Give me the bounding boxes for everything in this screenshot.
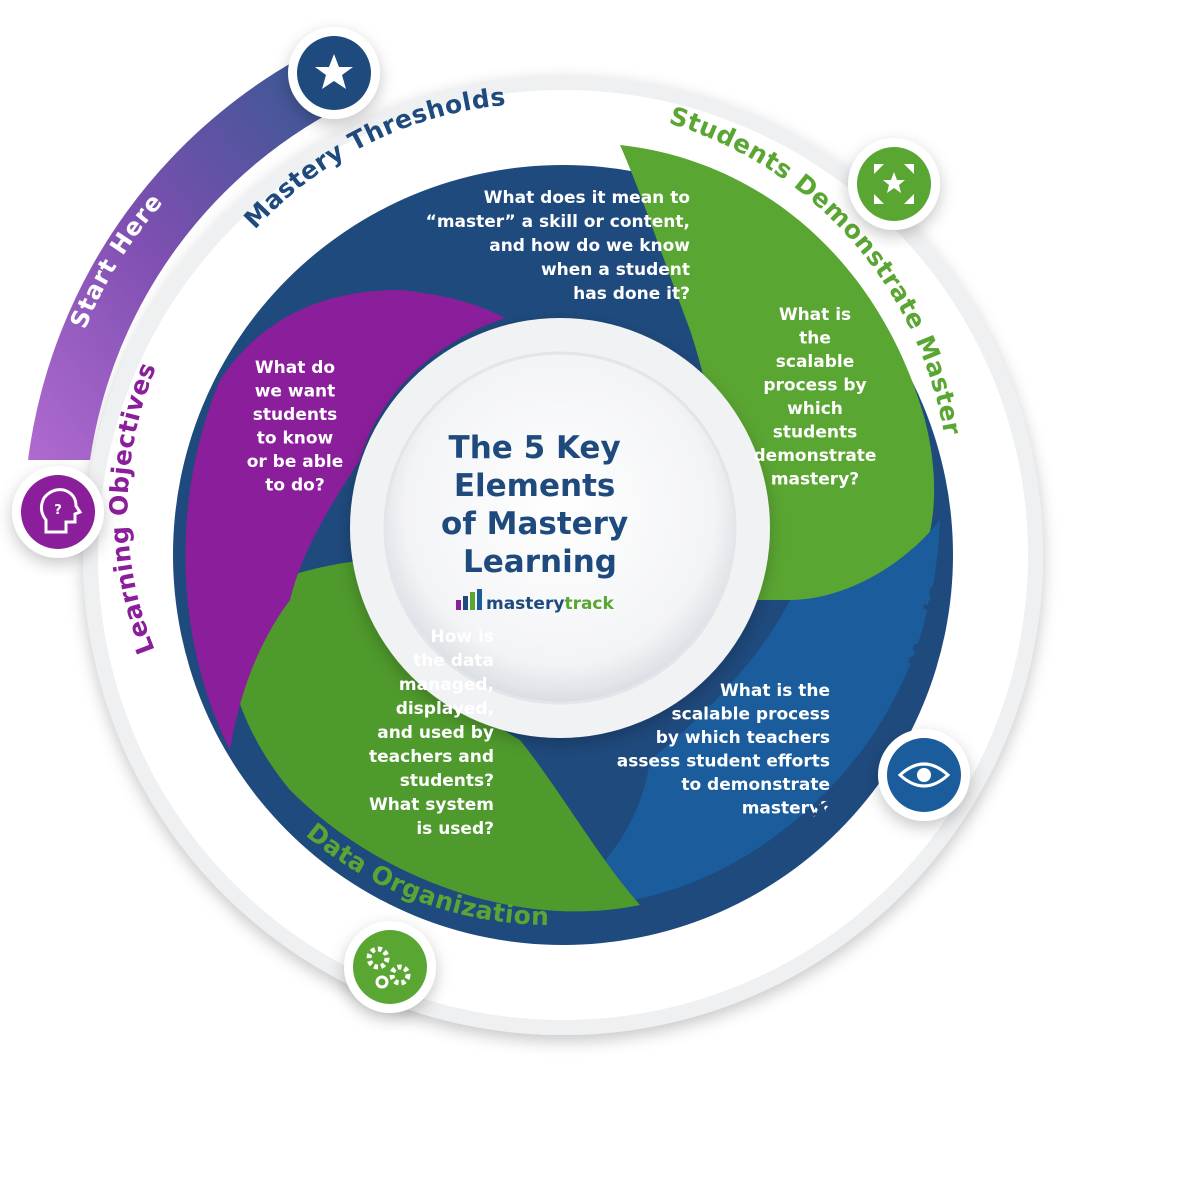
- question-line: process by: [763, 376, 866, 396]
- question-line: displayed,: [396, 699, 494, 719]
- segment-learning-objectives: [185, 290, 506, 750]
- question-line: students?: [400, 771, 494, 791]
- question-line: teachers and: [369, 747, 494, 767]
- question-line: scalable process: [672, 705, 831, 725]
- question-line: is used?: [416, 819, 494, 839]
- segment-data-organization: [224, 560, 640, 912]
- question-line: we want: [255, 382, 336, 402]
- question-line: by which teachers: [656, 728, 830, 748]
- question-learning-objectives: What do we want students to know or be able t…: [247, 358, 344, 496]
- question-line: What is: [779, 305, 851, 325]
- question-line: the data: [413, 651, 494, 671]
- question-line: and used by: [377, 723, 494, 743]
- eye-icon: [878, 729, 970, 821]
- question-data-organization: How is the data managed, displayed, and used…: [369, 627, 494, 839]
- svg-text:?: ?: [54, 503, 62, 518]
- question-line: the: [799, 329, 831, 349]
- question-line: when a student: [541, 260, 690, 280]
- question-line: managed,: [399, 675, 494, 695]
- start-here-band: [28, 40, 355, 460]
- question-line: What is the: [720, 681, 830, 701]
- masterytrack-logo: masterytrack: [456, 589, 614, 614]
- question-students-demonstrate: What is the scalable process by which student…: [754, 305, 877, 490]
- question-line: to know: [257, 429, 334, 449]
- question-line: assess student efforts: [617, 752, 830, 772]
- question-line: and how do we know: [489, 236, 690, 256]
- question-line: What do: [255, 358, 335, 378]
- question-line: scalable: [776, 352, 855, 372]
- arrows-star-icon: [848, 138, 940, 230]
- question-line: or be able: [247, 452, 344, 472]
- question-line: “master” a skill or content,: [426, 212, 690, 232]
- center-title: The 5 Key Elements of Mastery Learning: [441, 430, 639, 580]
- star-icon: [288, 27, 380, 119]
- question-teachers-assess: What is the scalable process by which teac…: [617, 681, 830, 819]
- question-line: What system: [369, 795, 494, 815]
- segment-teachers-assess: [560, 520, 940, 906]
- question-line: students: [253, 405, 337, 425]
- question-line: How is: [431, 627, 494, 647]
- gears-icon: [344, 921, 436, 1013]
- question-line: to demonstrate: [681, 775, 830, 795]
- center-hub: [383, 351, 737, 705]
- head-question-icon: ?: [12, 466, 104, 558]
- question-line: to do?: [265, 476, 324, 496]
- question-line: mastery?: [742, 799, 830, 819]
- question-line: demonstrate: [754, 446, 877, 466]
- question-line: What does it mean to: [484, 188, 690, 208]
- logo-text: masterytrack: [486, 594, 614, 614]
- question-line: has done it?: [573, 284, 690, 304]
- question-mastery-thresholds: What does it mean to “master” a skill or …: [426, 188, 691, 304]
- question-line: mastery?: [771, 470, 859, 490]
- segment-students-demonstrate: [620, 145, 935, 600]
- question-line: which: [787, 399, 843, 419]
- question-line: students: [773, 423, 857, 443]
